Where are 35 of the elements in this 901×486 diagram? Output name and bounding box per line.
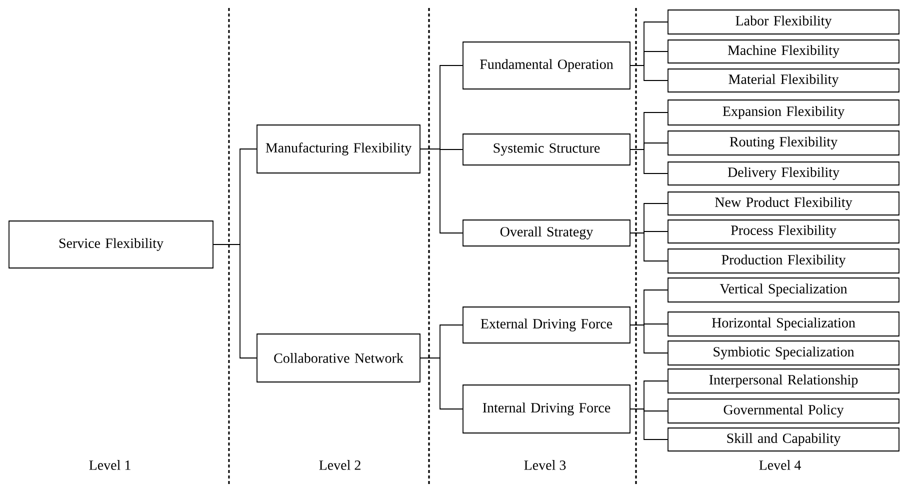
tree-box: Skill and Capability bbox=[668, 428, 900, 452]
connector-line bbox=[630, 65, 668, 81]
tree-box: Production Flexibility bbox=[668, 248, 900, 274]
level-label: Level 4 bbox=[759, 460, 801, 470]
tree-box: Material Flexibility bbox=[668, 68, 900, 92]
tree-box: Overall Strategy bbox=[462, 220, 630, 246]
tree-box: Interpersonal Relationship bbox=[668, 368, 900, 394]
tree-box: Expansion Flexibility bbox=[668, 100, 900, 126]
level-label: Level 1 bbox=[89, 460, 130, 470]
tree-box: Fundamental Operation bbox=[462, 42, 630, 90]
tree-box: Process Flexibility bbox=[668, 220, 900, 244]
connector-line bbox=[420, 148, 463, 234]
tree-box: Machine Flexibility bbox=[668, 40, 900, 64]
tree-box: Systemic Structure bbox=[462, 134, 630, 166]
tree-box: External Driving Force bbox=[462, 306, 630, 344]
tree-box: Routing Flexibility bbox=[668, 130, 900, 156]
connector-line bbox=[630, 324, 668, 354]
tree-box: Symbiotic Specialization bbox=[668, 340, 900, 366]
tree-box: Delivery Flexibility bbox=[668, 162, 900, 186]
tree-box: Horizontal Specialization bbox=[668, 312, 900, 336]
tree-box: Labor Flexibility bbox=[668, 10, 900, 34]
connector-line bbox=[420, 358, 463, 410]
connector-line bbox=[630, 408, 668, 440]
tree-box: Vertical Specialization bbox=[668, 278, 900, 302]
tree-box: Internal Driving Force bbox=[462, 384, 630, 434]
tree-box: Manufacturing Flexibility bbox=[256, 124, 420, 174]
tree-box: New Product Flexibility bbox=[668, 192, 900, 216]
connector-line bbox=[630, 149, 668, 174]
level-label: Level 2 bbox=[319, 460, 360, 470]
tree-box: Governmental Policy bbox=[668, 398, 900, 424]
tree-box: Service Flexibility bbox=[8, 220, 214, 268]
level-label: Level 3 bbox=[524, 460, 566, 470]
connector-line bbox=[630, 232, 668, 262]
tree-box: Collaborative Network bbox=[256, 334, 420, 382]
connector-line bbox=[213, 244, 257, 358]
